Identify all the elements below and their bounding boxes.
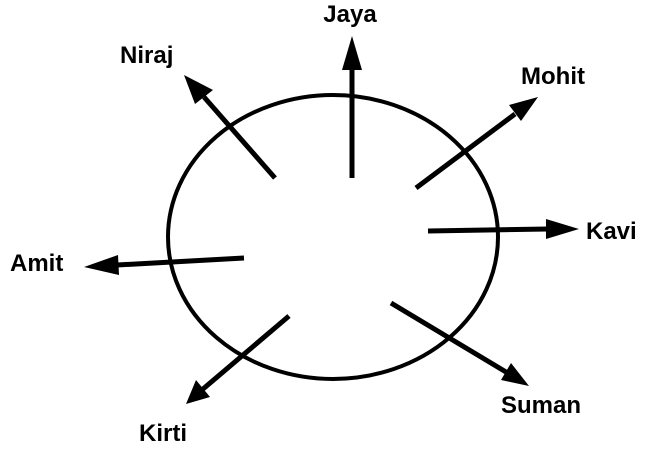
arrow-head — [546, 219, 579, 239]
label-jaya: Jaya — [323, 1, 377, 28]
label-kirti: Kirti — [139, 420, 187, 447]
label-kavi: Kavi — [586, 218, 637, 245]
label-mohit: Mohit — [521, 63, 585, 90]
arrow-mohit: Mohit — [414, 63, 585, 191]
arrow-head — [342, 36, 362, 70]
arrow-kavi: Kavi — [427, 218, 637, 245]
arrow-niraj: Niraj — [120, 42, 277, 180]
arrow-shaft — [201, 314, 291, 391]
center-ring — [166, 93, 500, 381]
arrow-kirti: Kirti — [139, 314, 291, 447]
label-suman: Suman — [501, 392, 581, 419]
arrow-head — [184, 75, 213, 104]
arrow-head — [501, 363, 529, 386]
arrow-suman: Suman — [389, 300, 581, 419]
arrow-shaft — [389, 300, 508, 375]
arrow-amit: Amit — [10, 250, 245, 277]
label-amit: Amit — [10, 250, 63, 277]
arrow-head — [84, 255, 119, 275]
arrow-shaft — [202, 95, 277, 180]
arrow-head — [186, 380, 210, 404]
arrow-head — [509, 97, 538, 121]
arrow-jaya: Jaya — [323, 1, 377, 178]
arrow-shaft — [414, 111, 517, 191]
label-niraj: Niraj — [120, 42, 173, 69]
arrow-shaft — [116, 255, 245, 268]
arrow-shaft — [427, 226, 549, 234]
